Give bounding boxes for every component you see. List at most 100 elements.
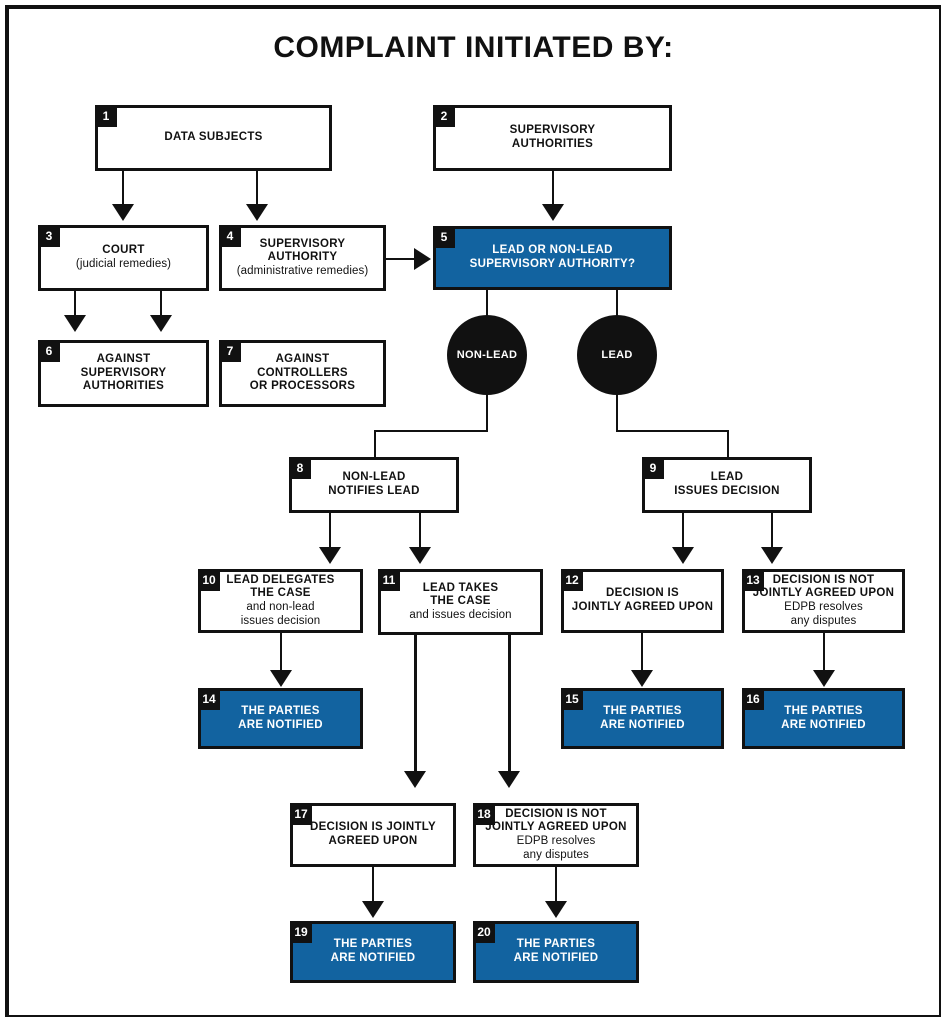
edge-lead-to-9-drop: [727, 430, 729, 459]
node-1-body: DATA SUBJECTS: [98, 131, 329, 145]
node-3-court[interactable]: 3 COURT (judicial remedies): [38, 225, 209, 291]
edge-3-to-7-arrowhead: [150, 315, 172, 332]
edge-5-to-lead-line: [616, 289, 618, 319]
edge-8-to-11-line: [419, 513, 421, 551]
edge-8-to-11-arrowhead: [409, 547, 431, 564]
node-3-sub: (judicial remedies): [75, 258, 172, 270]
node-5-number: 5: [433, 226, 455, 248]
node-1-number: 1: [95, 105, 117, 127]
node-9-number: 9: [642, 457, 664, 479]
edge-10-to-14-arrowhead: [270, 670, 292, 687]
edge-9-to-13-line: [771, 513, 773, 551]
node-2-number: 2: [433, 105, 455, 127]
node-4-sub: (administrative remedies): [236, 264, 369, 277]
node-15-number: 15: [561, 688, 583, 710]
node-18-number: 18: [473, 803, 495, 825]
edge-2-to-5-line: [552, 171, 554, 208]
edge-1-to-4-line: [256, 171, 258, 208]
node-10-number: 10: [198, 569, 220, 591]
edge-2-to-5-arrowhead: [542, 204, 564, 221]
edge-3-to-6-line: [74, 290, 76, 319]
edge-10-to-14-line: [280, 633, 282, 675]
node-16-number: 16: [742, 688, 764, 710]
edge-lead-to-9-stem: [616, 392, 618, 431]
decision-node-lead-label: LEAD: [601, 349, 633, 361]
node-4-number: 4: [219, 225, 241, 247]
edge-18-to-20-arrowhead: [545, 901, 567, 918]
edge-12-to-15-line: [641, 633, 643, 675]
decision-node-non-lead-label: NON-LEAD: [456, 349, 518, 361]
edge-non-lead-to-8-stem: [486, 392, 488, 431]
node-12-number: 12: [561, 569, 583, 591]
edge-1-to-4-arrowhead: [246, 204, 268, 221]
node-11-sub: and issues decision: [409, 608, 512, 621]
edge-lead-to-9-elbow: [616, 430, 729, 432]
edge-18-to-20-line: [555, 867, 557, 905]
edge-5-to-non-lead-line: [486, 289, 488, 319]
node-1-title: DATA SUBJECTS: [164, 131, 263, 144]
node-1-data-subjects[interactable]: 1 DATA SUBJECTS: [95, 105, 332, 171]
decision-node-lead[interactable]: LEAD: [577, 315, 657, 395]
edge-13-to-16-line: [823, 633, 825, 675]
edge-13-to-16-arrowhead: [813, 670, 835, 687]
node-8-number: 8: [289, 457, 311, 479]
edge-1-to-3-line: [122, 171, 124, 208]
edge-11-to-17-arrowhead: [404, 771, 426, 788]
edge-9-to-12-arrowhead: [672, 547, 694, 564]
node-19-number: 19: [290, 921, 312, 943]
edge-4-to-5-arrowhead: [414, 248, 431, 270]
node-13-number: 13: [742, 569, 764, 591]
decision-node-non-lead[interactable]: NON-LEAD: [447, 315, 527, 395]
node-11-number: 11: [378, 569, 400, 591]
